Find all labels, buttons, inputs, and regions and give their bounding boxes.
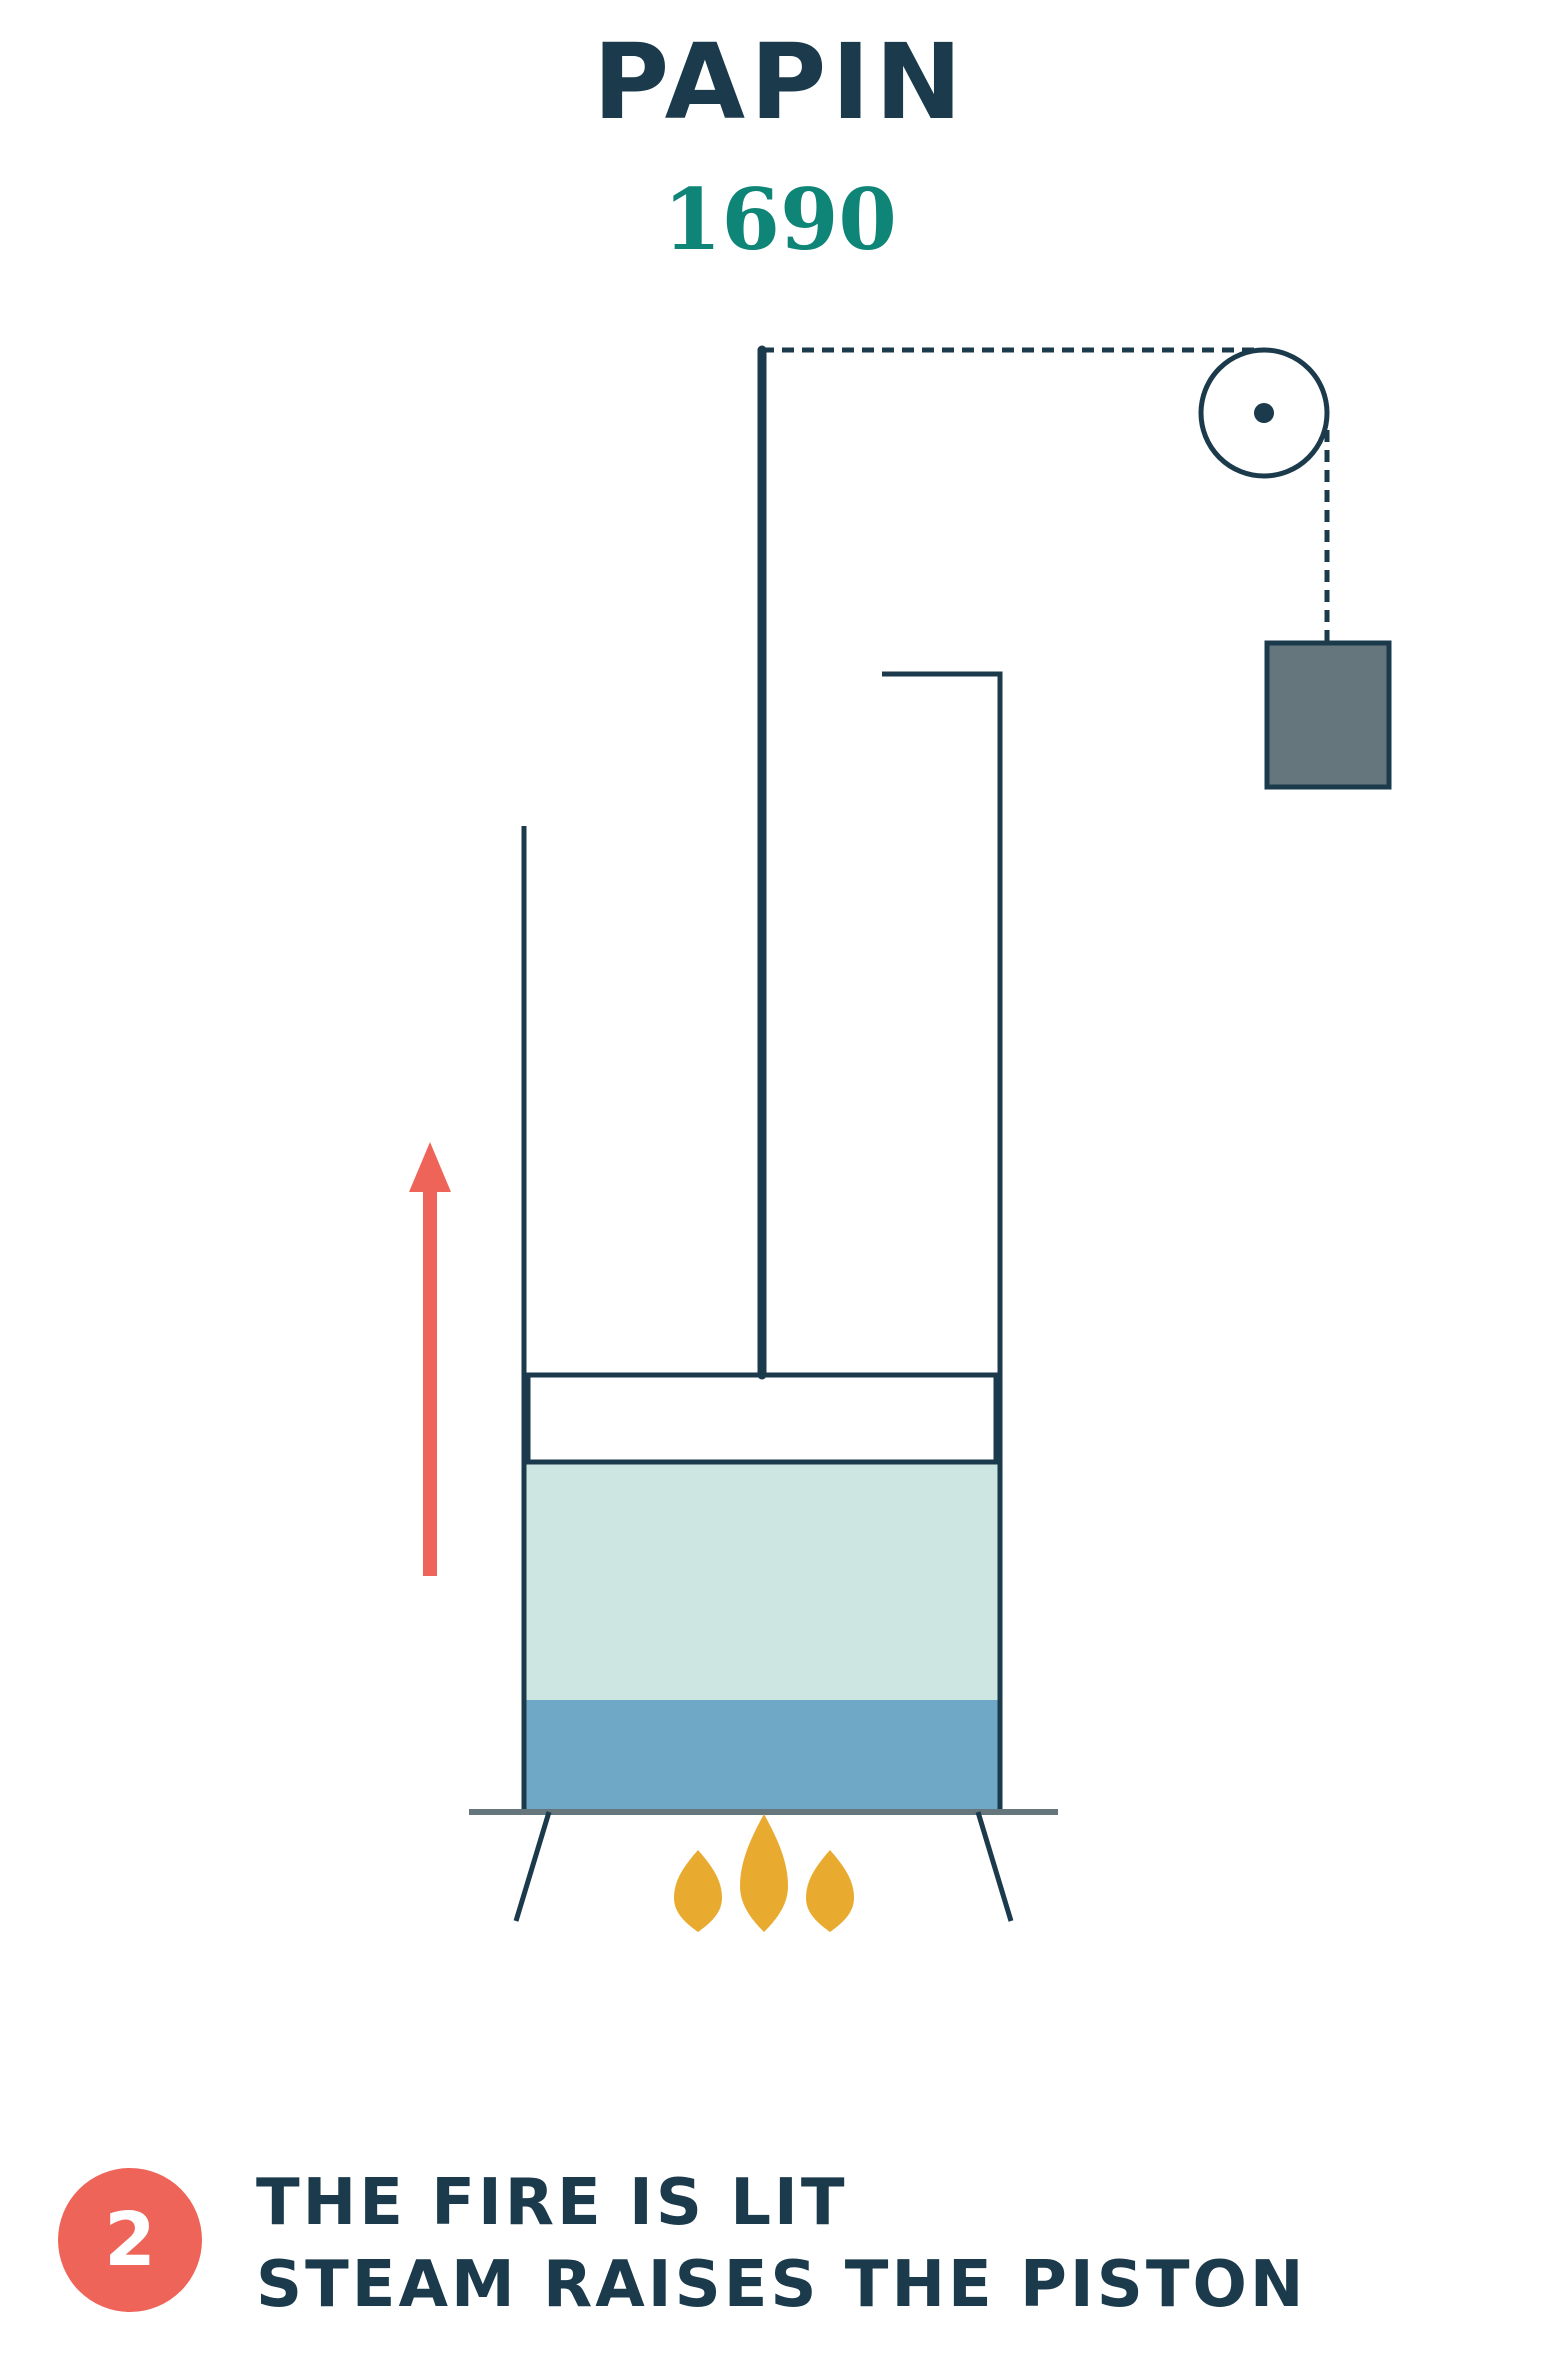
flame-icon <box>674 1850 722 1932</box>
caption-line-1: THE FIRE IS LIT <box>256 2166 848 2240</box>
pulley-icon <box>1198 347 1330 479</box>
steam-region <box>524 1462 1000 1700</box>
caption-line-2: STEAM RAISES THE PISTON <box>256 2248 1307 2322</box>
flame-icon <box>740 1814 788 1932</box>
year-label: 1690 <box>663 170 897 269</box>
up-arrow-icon <box>409 1142 451 1576</box>
cylinder-right-wall <box>882 671 1003 1810</box>
water-region <box>524 1700 1000 1810</box>
step-number-badge: 2 <box>58 2168 202 2312</box>
stove-leg-left <box>513 1811 552 1922</box>
stove-leg-right <box>975 1811 1014 1922</box>
step-caption: THE FIRE IS LIT STEAM RAISES THE PISTON <box>256 2162 1306 2326</box>
page-title: PAPIN <box>592 21 968 143</box>
flame-icon <box>806 1850 854 1932</box>
piston <box>525 1372 999 1465</box>
weight-icon <box>1264 640 1392 790</box>
